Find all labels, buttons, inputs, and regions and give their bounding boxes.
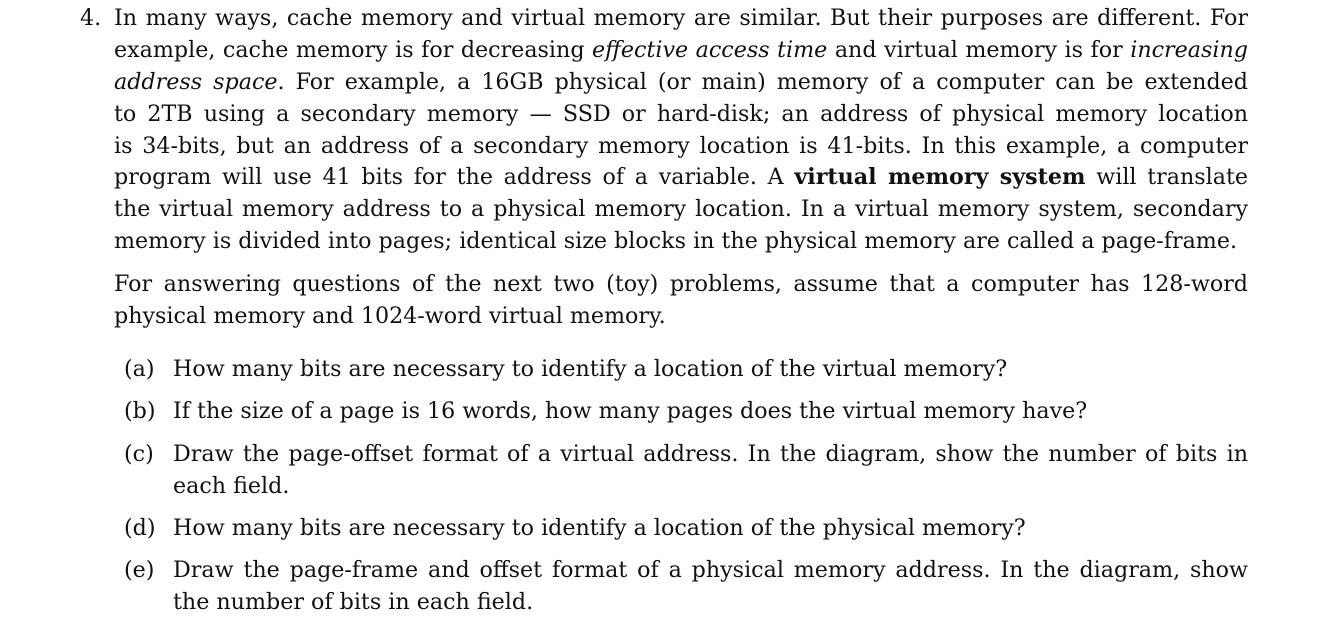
question-line: each field.	[173, 473, 290, 499]
question-label: (e)	[124, 557, 155, 583]
question-line: Draw the page-frame and offset format of…	[173, 557, 1248, 583]
text-segment: . For example, a 16GB physical (or main)…	[277, 69, 1248, 95]
problem-number: 4.	[80, 5, 102, 31]
question-line: How many bits are necessary to identify …	[173, 356, 1008, 382]
text-segment: to 2TB using a secondary memory — SSD or…	[114, 101, 1248, 127]
paragraph-line: address space. For example, a 16GB physi…	[114, 67, 1248, 99]
question-line: If the size of a page is 16 words, how m…	[173, 398, 1088, 424]
paragraph-line: is 34-bits, but an address of a secondar…	[114, 131, 1248, 163]
text-segment: program will use 41 bits for the address…	[114, 164, 795, 190]
text-segment: is 34-bits, but an address of a secondar…	[114, 133, 1248, 159]
paragraph-line: example, cache memory is for decreasing …	[114, 35, 1248, 67]
question-line: Draw the page-offset format of a virtual…	[173, 441, 1248, 467]
paragraph-line: memory is divided into pages; identical …	[114, 226, 1248, 258]
question-line: the number of bits in each field.	[173, 589, 534, 615]
paragraph-line: In many ways, cache memory and virtual m…	[114, 3, 1248, 35]
emphasis-term: address space	[114, 69, 278, 95]
question-label: (b)	[124, 398, 156, 424]
question-label: (c)	[124, 441, 154, 467]
paragraph-line: to 2TB using a secondary memory — SSD or…	[114, 99, 1248, 131]
question-label: (d)	[124, 515, 156, 541]
question-line: How many bits are necessary to identify …	[173, 515, 1026, 541]
text-segment: will translate	[1085, 164, 1249, 190]
emphasis-term: increasing	[1130, 37, 1249, 63]
question-label: (a)	[124, 356, 155, 382]
text-segment: memory is divided into pages; identical …	[114, 228, 1238, 254]
paragraph-line: program will use 41 bits for the address…	[114, 162, 1248, 194]
paragraph-line: physical memory and 1024-word virtual me…	[114, 303, 666, 329]
paragraph-line: For answering questions of the next two …	[114, 271, 1248, 297]
text-segment: and virtual memory is for	[827, 37, 1131, 63]
emphasis-term: effective access time	[592, 37, 828, 63]
text-segment: the virtual memory address to a physical…	[114, 196, 1248, 222]
text-segment: example, cache memory is for decreasing	[114, 37, 593, 63]
paragraph-line: the virtual memory address to a physical…	[114, 194, 1248, 226]
text-segment: In many ways, cache memory and virtual m…	[114, 5, 1248, 31]
bold-term: virtual memory system	[794, 164, 1086, 190]
